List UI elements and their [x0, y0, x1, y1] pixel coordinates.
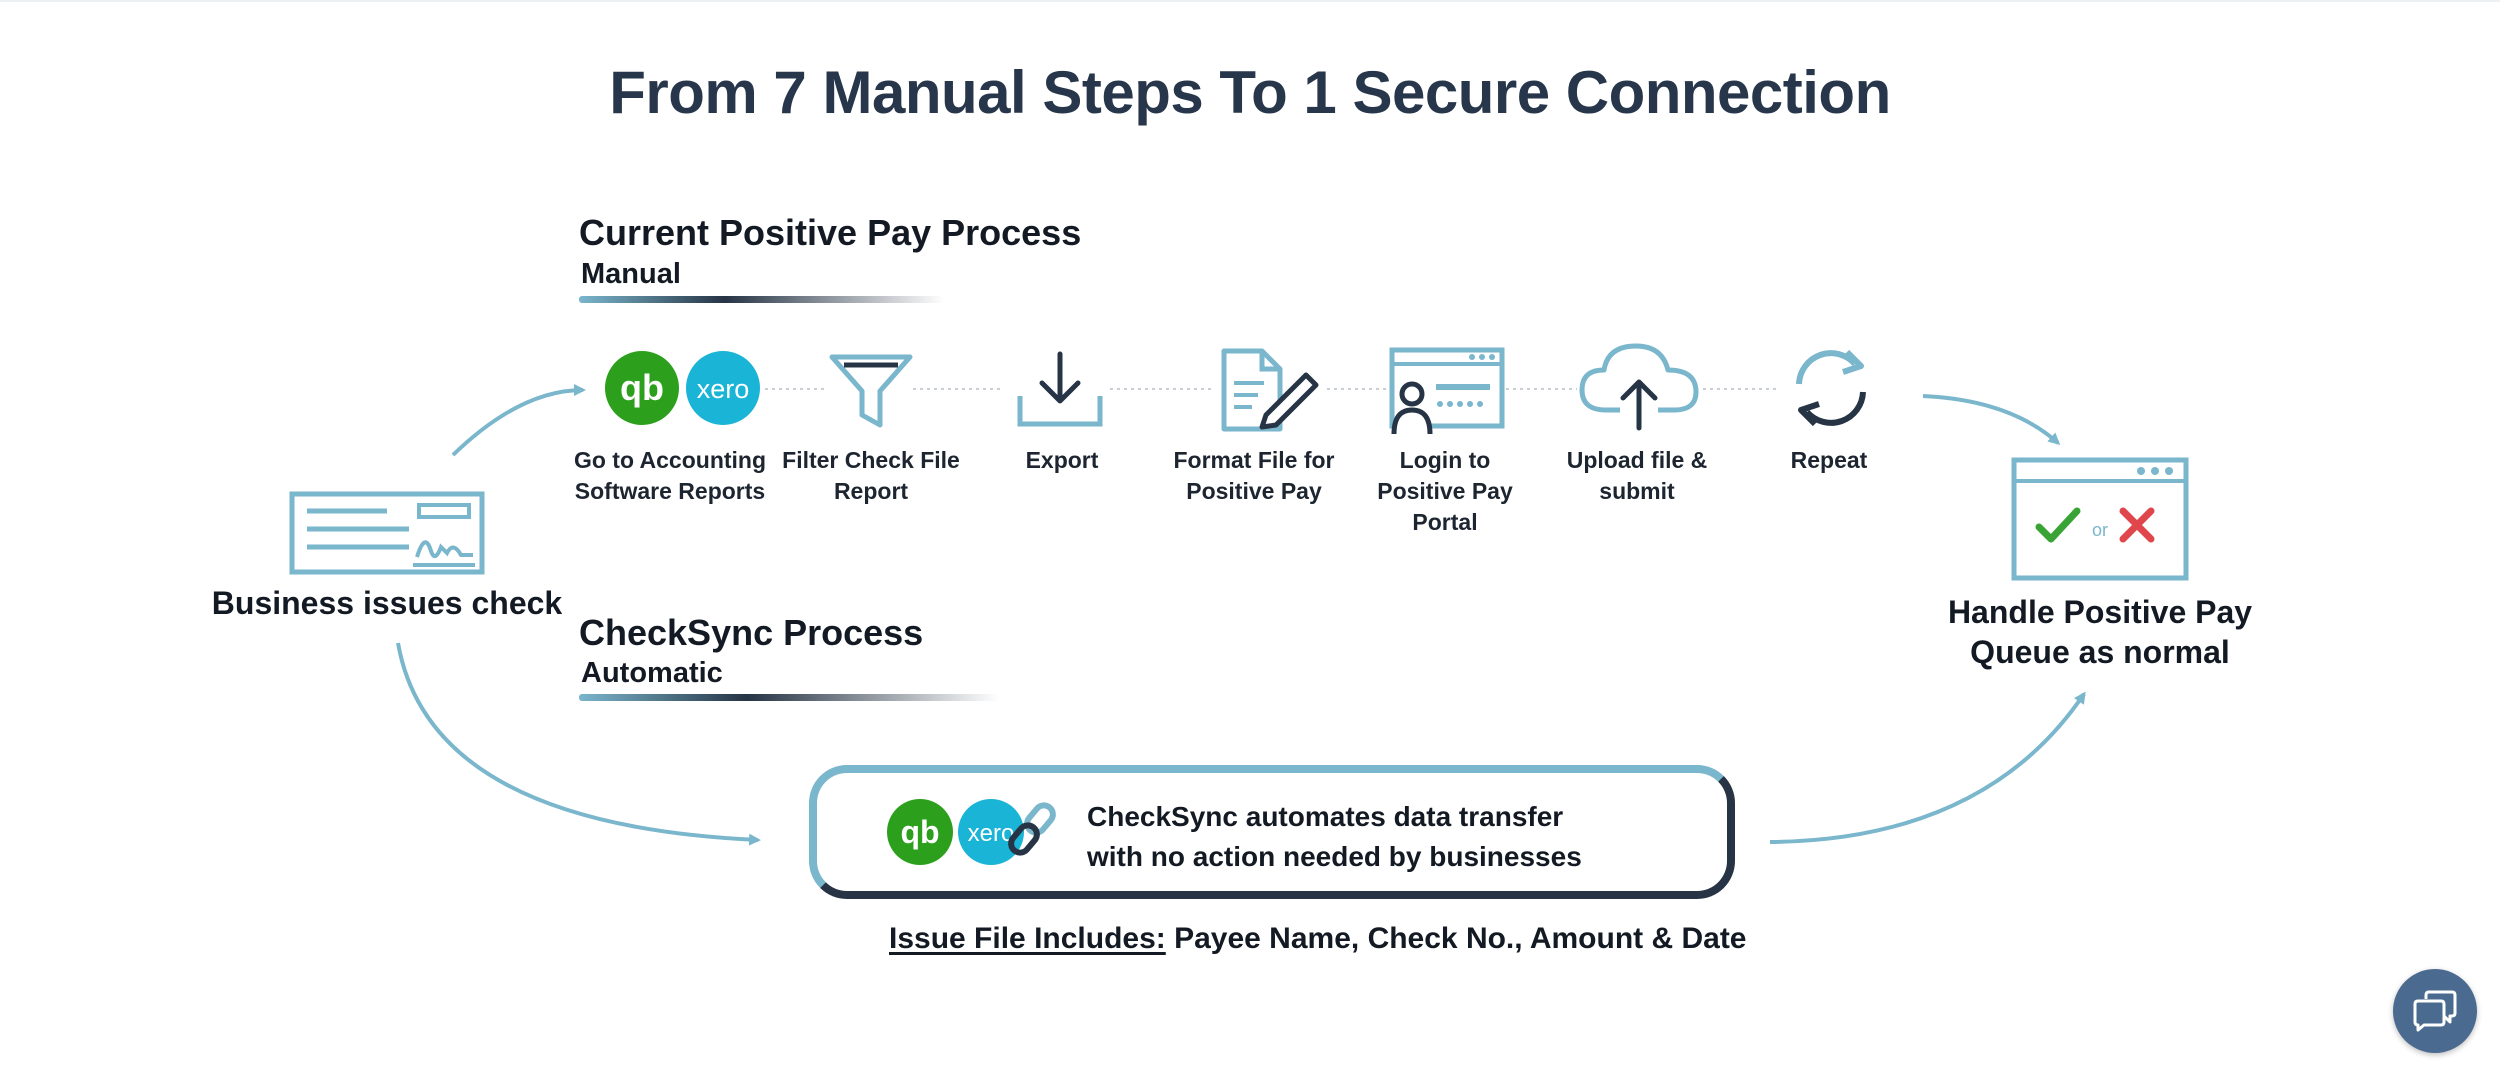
- step-label-line: Format File for: [1173, 447, 1335, 473]
- checksync-description-line1: CheckSync automates data transfer: [1087, 801, 1564, 832]
- quickbooks-xero-logos: qb xero: [605, 351, 760, 425]
- step-label-accounting-reports: Go to Accounting Software Reports: [560, 445, 780, 507]
- chat-button[interactable]: [2393, 969, 2477, 1053]
- page-title: From 7 Manual Steps To 1 Secure Connecti…: [609, 59, 1891, 126]
- xero-logo-text: xero: [697, 374, 750, 404]
- step-label-line: Portal: [1412, 509, 1478, 535]
- step-label-line: Positive Pay: [1186, 478, 1322, 504]
- checksync-description: CheckSync automates data transfer with n…: [1087, 797, 1582, 877]
- download-icon: [1017, 351, 1103, 427]
- end-label: Handle Positive Pay Queue as normal: [1920, 592, 2280, 672]
- end-label-line2: Queue as normal: [1970, 634, 2230, 670]
- issue-file-label: Issue File Includes:: [889, 922, 1166, 955]
- link-chain-icon: [1008, 802, 1056, 856]
- step-label-line: Export: [1025, 447, 1099, 473]
- login-portal-icon: [1389, 347, 1505, 435]
- step-label-line: Filter Check File: [782, 447, 960, 473]
- step-label-export: Export: [952, 445, 1172, 476]
- checksync-automation-box: [809, 765, 1735, 899]
- quickbooks-logo-text: qb: [620, 367, 664, 408]
- automatic-process-title: CheckSync Process: [579, 612, 924, 653]
- end-label-line1: Handle Positive Pay: [1947, 594, 2253, 630]
- step-label-line: Upload file &: [1566, 447, 1708, 473]
- arrow-manual-to-end: [1922, 394, 2061, 446]
- step-label-line: submit: [1599, 478, 1675, 504]
- step-label-line: Go to Accounting: [573, 447, 767, 473]
- repeat-icon: [1796, 349, 1866, 427]
- start-label: Business issues check: [211, 585, 563, 621]
- issue-file-includes: Issue File Includes: Payee Name, Check N…: [889, 922, 1747, 956]
- check-icon: [289, 491, 485, 575]
- funnel-icon: [829, 354, 913, 428]
- approve-reject-window-icon: or: [2011, 457, 2189, 581]
- step-label-login-portal: Login to Positive Pay Portal: [1335, 445, 1555, 538]
- document-edit-icon: [1221, 348, 1319, 432]
- checksync-logos: qb xero: [887, 799, 1056, 865]
- arrow-to-manual: [451, 384, 586, 457]
- checkmark-icon: [2035, 507, 2081, 543]
- issue-file-fields: Payee Name, Check No., Amount & Date: [1165, 922, 1747, 955]
- top-divider: [0, 0, 2500, 2]
- checksync-description-line2: with no action needed by businesses: [1087, 841, 1582, 872]
- step-label-line: Report: [833, 478, 909, 504]
- chat-icon: [2413, 990, 2457, 1032]
- step-label-repeat: Repeat: [1719, 445, 1939, 476]
- manual-process-title: Current Positive Pay Process: [579, 212, 1082, 253]
- step-label-filter-report: Filter Check File Report: [761, 445, 981, 507]
- manual-process-subtitle: Manual: [581, 258, 681, 290]
- cloud-upload-icon: [1579, 343, 1699, 431]
- step-label-format-file: Format File for Positive Pay: [1144, 445, 1364, 507]
- step-label-line: Repeat: [1790, 447, 1868, 473]
- step-label-upload-submit: Upload file & submit: [1527, 445, 1747, 507]
- arrow-automatic-to-end: [1769, 691, 2086, 844]
- step-label-line: Login to: [1399, 447, 1491, 473]
- or-text: or: [2092, 520, 2108, 540]
- step-label-line: Software Reports: [574, 478, 766, 504]
- automatic-process-subtitle: Automatic: [581, 657, 723, 689]
- arrow-to-automatic: [396, 642, 761, 846]
- xero-logo-text: xero: [968, 820, 1015, 847]
- reject-x-icon: [2119, 507, 2155, 543]
- automatic-underline: [579, 694, 999, 701]
- step-label-line: Positive Pay: [1377, 478, 1513, 504]
- manual-underline: [579, 296, 944, 303]
- quickbooks-logo-text: qb: [900, 814, 939, 850]
